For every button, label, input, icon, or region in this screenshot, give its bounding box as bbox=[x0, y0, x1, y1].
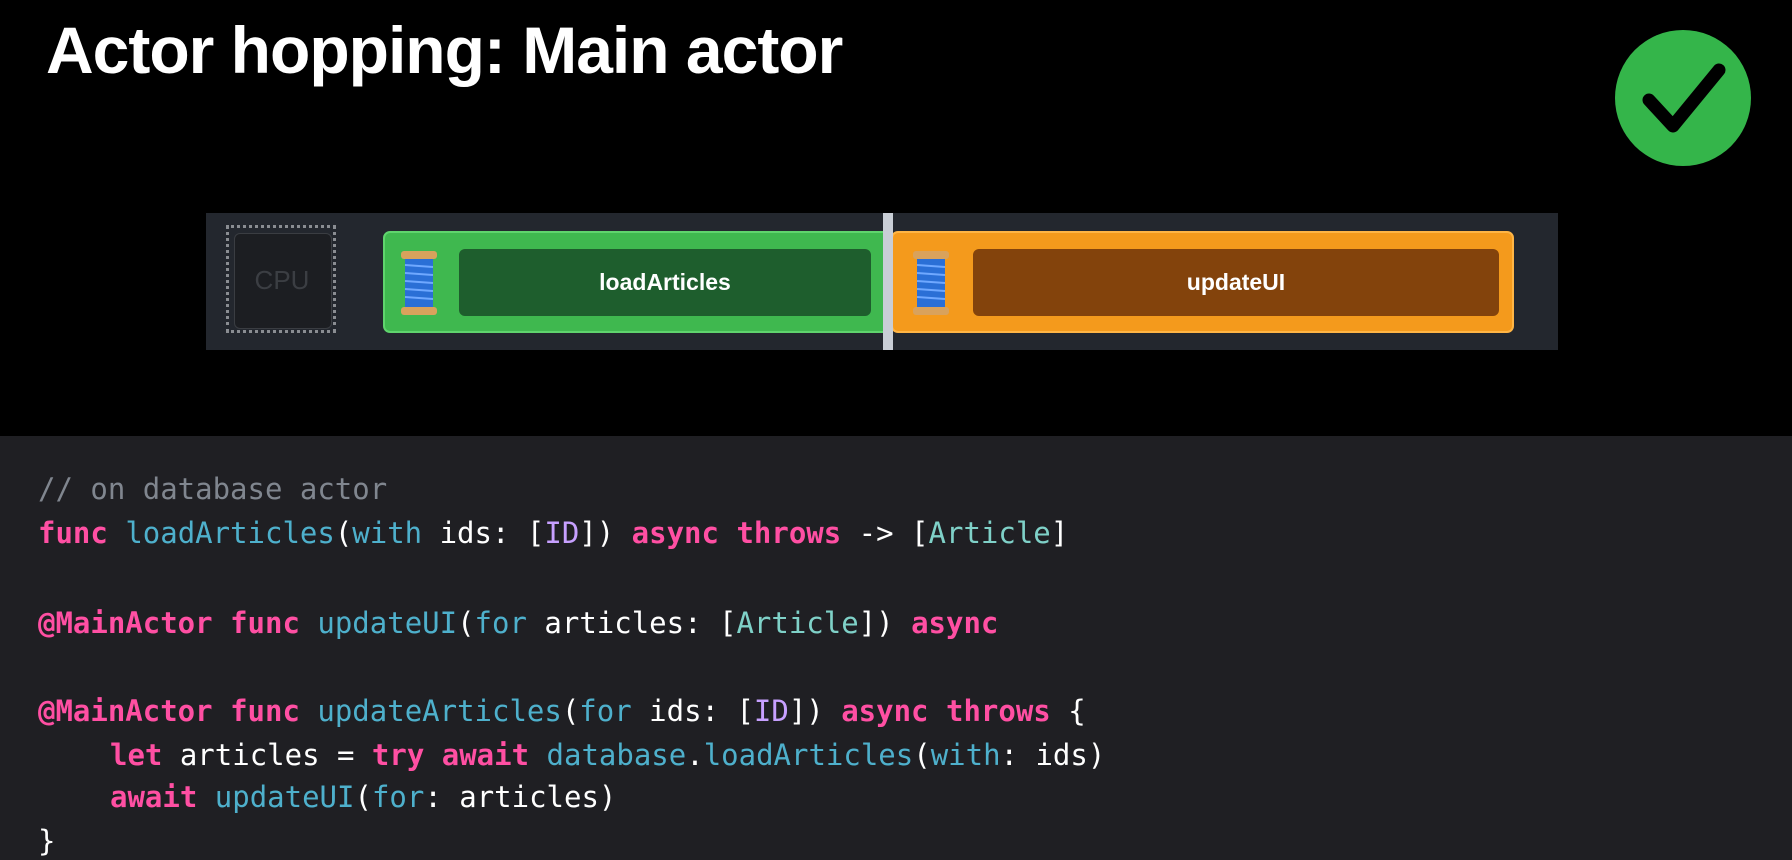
kw-await: await bbox=[110, 780, 198, 814]
kw-async: async bbox=[631, 516, 719, 550]
cpu-label: CPU bbox=[254, 264, 310, 295]
punct: . bbox=[686, 738, 704, 772]
segment-label-update-ui: updateUI bbox=[973, 249, 1499, 316]
kw-throws: throws bbox=[736, 516, 842, 550]
punct: ( bbox=[457, 606, 475, 640]
args: : ids) bbox=[1000, 738, 1106, 772]
closing-brace: } bbox=[38, 824, 56, 858]
arg-label: for bbox=[474, 606, 527, 640]
cpu-body bbox=[234, 233, 332, 329]
attr-main-actor: @MainActor bbox=[38, 694, 213, 728]
type-id: ID bbox=[753, 694, 789, 728]
thread-timeline: CPU loadArticles updateUI bbox=[206, 213, 1558, 350]
cpu-chip-icon: CPU bbox=[226, 225, 338, 335]
param: ids: [ bbox=[422, 516, 545, 550]
kw-await: await bbox=[441, 738, 530, 772]
code-block: // on database actor func loadArticles(w… bbox=[0, 436, 1792, 860]
obj-database: database bbox=[546, 738, 687, 772]
punct: ( bbox=[913, 738, 931, 772]
kw-func: func bbox=[38, 516, 108, 550]
param: articles: [ bbox=[526, 606, 737, 640]
kw-func: func bbox=[230, 694, 300, 728]
kw-async: async bbox=[841, 694, 929, 728]
assign: articles = bbox=[162, 738, 372, 772]
arg-label: for bbox=[579, 694, 632, 728]
arg-label: with bbox=[930, 738, 1001, 772]
code-line-let-articles: let articles = try await database.loadAr… bbox=[110, 736, 1105, 774]
thread-spool-icon bbox=[913, 251, 949, 315]
slide-title: Actor hopping: Main actor bbox=[46, 13, 843, 87]
punct: ] bbox=[1050, 516, 1069, 550]
segment-load-articles: loadArticles bbox=[383, 231, 893, 333]
arg-label: for bbox=[371, 780, 425, 814]
punct: ( bbox=[354, 780, 372, 814]
kw-throws: throws bbox=[946, 694, 1051, 728]
actor-hop-divider bbox=[883, 213, 893, 350]
kw-async: async bbox=[911, 606, 999, 640]
param: ids: [ bbox=[631, 694, 754, 728]
fn-name: loadArticles bbox=[703, 738, 914, 772]
type-article: Article bbox=[928, 516, 1051, 550]
segment-label-load-articles: loadArticles bbox=[459, 249, 871, 316]
type-id: ID bbox=[544, 516, 580, 550]
fn-name: updateUI bbox=[317, 606, 458, 640]
code-line-update-ui: @MainActor func updateUI(for articles: [… bbox=[38, 604, 998, 642]
arrow: -> [ bbox=[841, 516, 929, 550]
code-comment: // on database actor bbox=[38, 472, 388, 506]
punct: ( bbox=[561, 694, 580, 728]
thread-spool-icon bbox=[401, 251, 437, 315]
fn-name: updateArticles bbox=[317, 694, 562, 728]
kw-let: let bbox=[110, 738, 163, 772]
code-line-await-update: await updateUI(for: articles) bbox=[110, 778, 616, 816]
cpu-pins bbox=[226, 225, 336, 333]
fn-name: loadArticles bbox=[125, 516, 335, 550]
punct: ]) bbox=[858, 606, 912, 640]
segment-update-ui: updateUI bbox=[891, 231, 1514, 333]
type-article: Article bbox=[736, 606, 859, 640]
fn-name: updateUI bbox=[214, 780, 355, 814]
code-line-update-articles: @MainActor func updateArticles(for ids: … bbox=[38, 692, 1086, 730]
code-line-load-articles: func loadArticles(with ids: [ID]) async … bbox=[38, 514, 1068, 552]
kw-try: try bbox=[371, 738, 425, 772]
code-line-closing-brace: } bbox=[38, 822, 55, 860]
punct: ( bbox=[334, 516, 353, 550]
checkmark-circle-icon bbox=[1615, 30, 1751, 166]
punct: ]) bbox=[579, 516, 632, 550]
code-comment-line: // on database actor bbox=[38, 470, 387, 508]
punct: ]) bbox=[788, 694, 842, 728]
args: : articles) bbox=[424, 780, 617, 814]
arg-label: with bbox=[352, 516, 423, 550]
attr-main-actor: @MainActor bbox=[38, 606, 213, 640]
punct: { bbox=[1050, 694, 1086, 728]
kw-func: func bbox=[230, 606, 300, 640]
